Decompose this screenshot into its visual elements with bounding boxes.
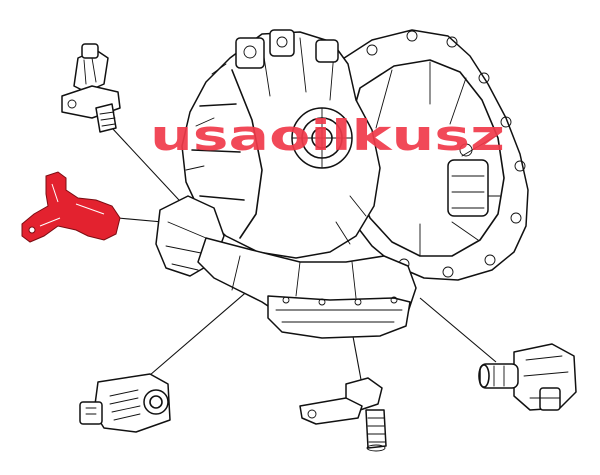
position-sensor-bottom-left-icon <box>79 373 171 433</box>
transmission-housing-icon <box>155 29 529 339</box>
leader-line-bottom-right <box>419 297 497 363</box>
oil-pan <box>267 295 411 339</box>
pressure-sensor-bottom-right-icon <box>478 343 577 411</box>
watermark-logo: usaoilkusz <box>150 111 505 160</box>
speed-sensor-highlighted-icon <box>21 171 121 243</box>
speed-sensor-bottom-center-icon <box>299 377 387 452</box>
speed-sensor-top-icon <box>61 43 121 133</box>
